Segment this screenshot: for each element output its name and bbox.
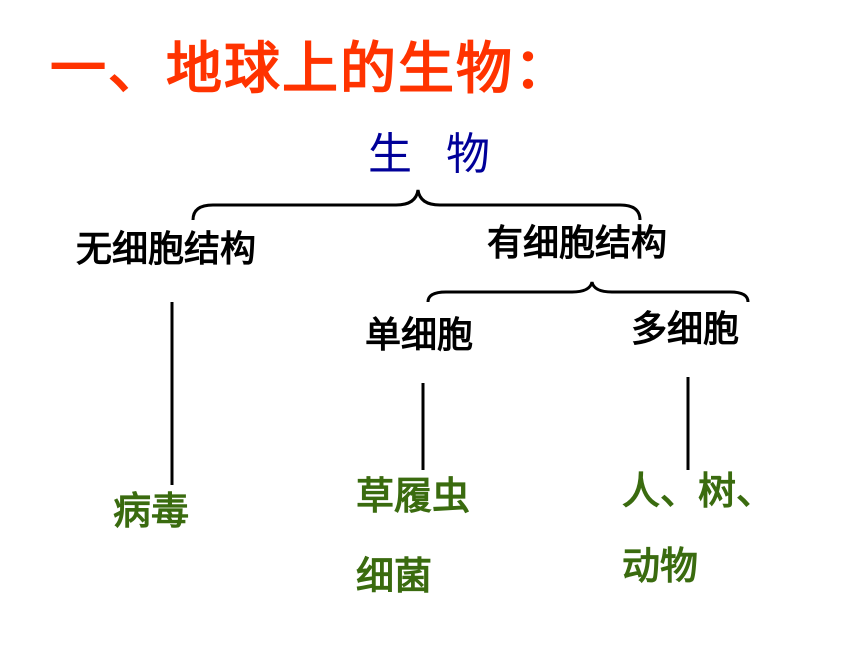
slide-title: 一、地球上的生物：	[50, 37, 572, 102]
cell-structure-brace	[426, 281, 750, 303]
node-cell-structure: 有细胞结构	[487, 223, 668, 264]
example-multicellular-line1: 人、树、	[622, 469, 775, 513]
example-unicellular-line1: 草履虫	[356, 474, 471, 518]
top-brace	[191, 189, 642, 221]
root-label-organisms: 生 物	[368, 129, 500, 180]
node-multicellular: 多细胞	[631, 309, 740, 350]
node-unicellular: 单细胞	[365, 315, 474, 356]
example-virus: 病毒	[113, 489, 190, 533]
node-no-cell-structure: 无细胞结构	[76, 229, 257, 270]
example-multicellular-line2: 动物	[622, 544, 699, 588]
example-unicellular-line2: 细菌	[356, 554, 433, 598]
